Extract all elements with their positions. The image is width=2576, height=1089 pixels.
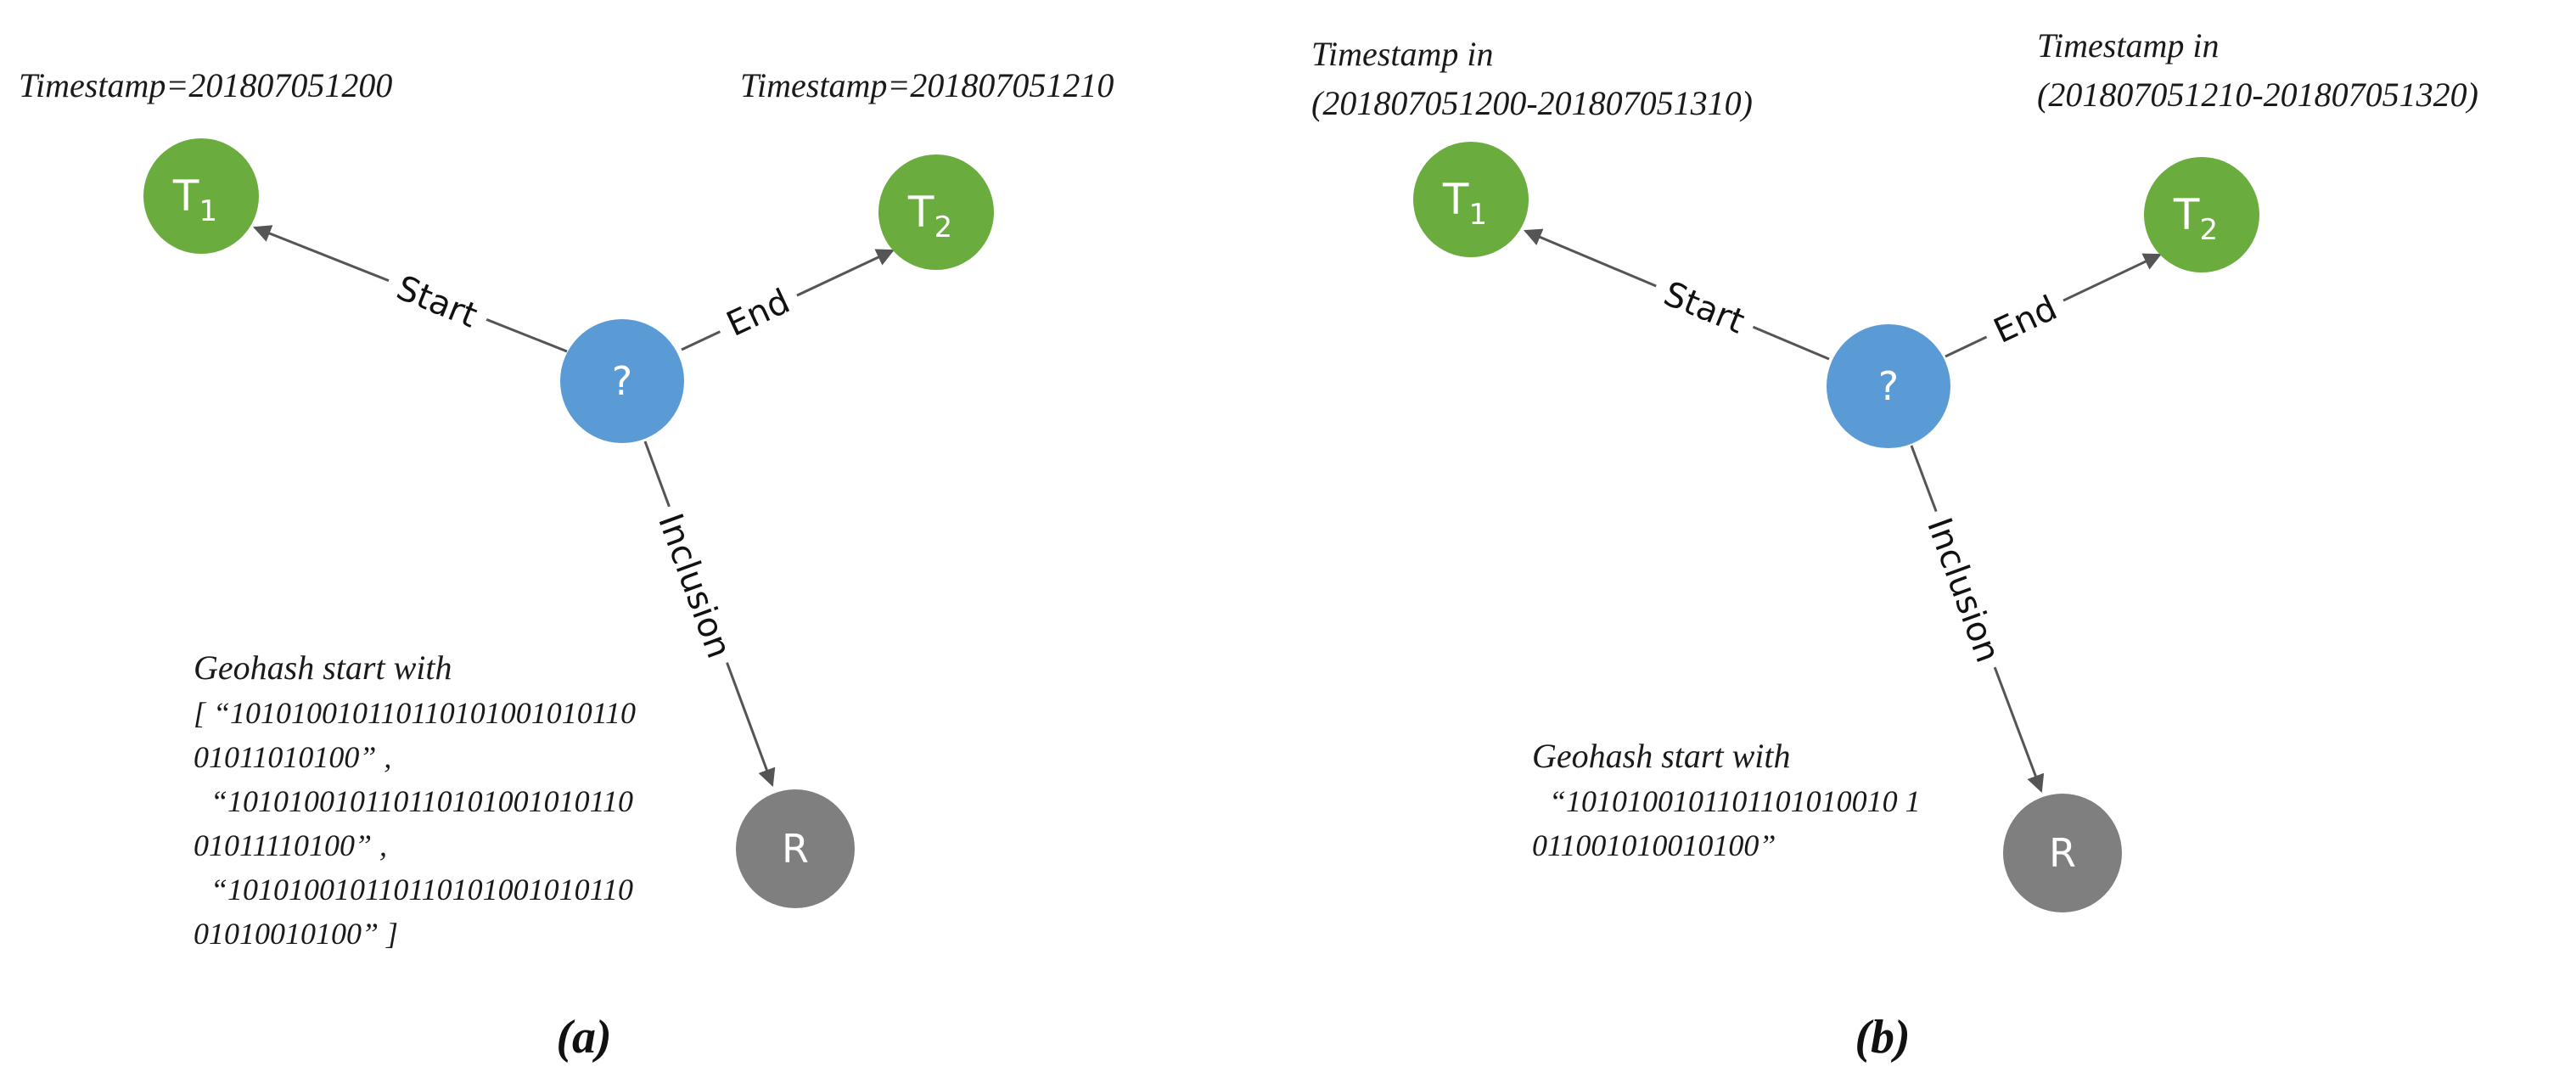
geohash-line: Geohash start with (1532, 737, 1790, 775)
edge-label-start-a: Start (379, 257, 496, 342)
geohash-annotation-b: Geohash start with “10101001011011010100… (1532, 737, 1921, 862)
edge-label-inclusion-a: Inclusion (646, 498, 748, 671)
edge-label-inclusion-text: Inclusion (1919, 513, 2007, 667)
time-node-t1-b: T1 (1413, 142, 1529, 257)
geohash-line: Geohash start with (194, 648, 452, 687)
caption-b: (b) (1855, 1011, 1910, 1064)
edge-label-end-a: End (709, 271, 806, 351)
time-node-t2-b: T2 (2144, 157, 2259, 272)
edge-label-start-b: Start (1647, 263, 1763, 348)
svg-text:R: R (782, 826, 809, 872)
svg-text:R: R (2049, 830, 2076, 876)
caption-a: (a) (556, 1011, 611, 1064)
region-node-a: R (736, 789, 855, 908)
edge-label-inclusion-text: Inclusion (650, 508, 738, 663)
svg-text:T2: T2 (2173, 190, 2218, 247)
svg-text:T1: T1 (1442, 175, 1487, 232)
t2-timestamp-annotation-b-line1: Timestamp in (2037, 26, 2219, 65)
svg-text:?: ? (1878, 363, 1899, 409)
geohash-line: [ “101010010110110101001010110 (194, 696, 636, 730)
panel-b: Start End Inclusion ? T1 T2 R Timestamp … (1311, 26, 2478, 1064)
geohash-line: “101010010110110101001010110 (210, 784, 633, 818)
query-node-a: ? (560, 319, 684, 443)
query-node-b: ? (1827, 324, 1950, 448)
time-node-t1-a: T1 (143, 138, 259, 254)
t2-timestamp-annotation-b-line2: (201807051210-201807051320) (2037, 76, 2478, 114)
t2-timestamp-annotation-a: Timestamp=201807051210 (740, 66, 1114, 104)
svg-text:?: ? (612, 358, 632, 404)
geohash-line: 011001010010100” (1532, 828, 1776, 862)
svg-text:T2: T2 (907, 188, 952, 244)
panel-a: Start End Inclusion ? T1 T2 R Timestamp=… (19, 66, 1114, 1064)
region-node-b: R (2003, 794, 2122, 912)
geohash-line: “1010100101101101010010 1 (1549, 784, 1921, 818)
t1-timestamp-annotation-b-line1: Timestamp in (1311, 35, 1493, 73)
edge-label-inclusion-b: Inclusion (1915, 502, 2017, 676)
geohash-line: “101010010110110101001010110 (210, 873, 633, 907)
geohash-line: 01010010100” ] (194, 917, 398, 951)
geohash-line: 01011010100” , (194, 740, 391, 774)
svg-text:T1: T1 (172, 171, 217, 228)
geohash-annotation-a: Geohash start with [ “101010010110110101… (194, 648, 636, 951)
geohash-line: 01011110100” , (194, 828, 387, 862)
t1-timestamp-annotation-b-line2: (201807051200-201807051310) (1311, 84, 1753, 122)
t1-timestamp-annotation-a: Timestamp=201807051200 (19, 66, 392, 104)
edge-label-end-b: End (1976, 278, 2074, 357)
time-node-t2-a: T2 (878, 154, 994, 270)
